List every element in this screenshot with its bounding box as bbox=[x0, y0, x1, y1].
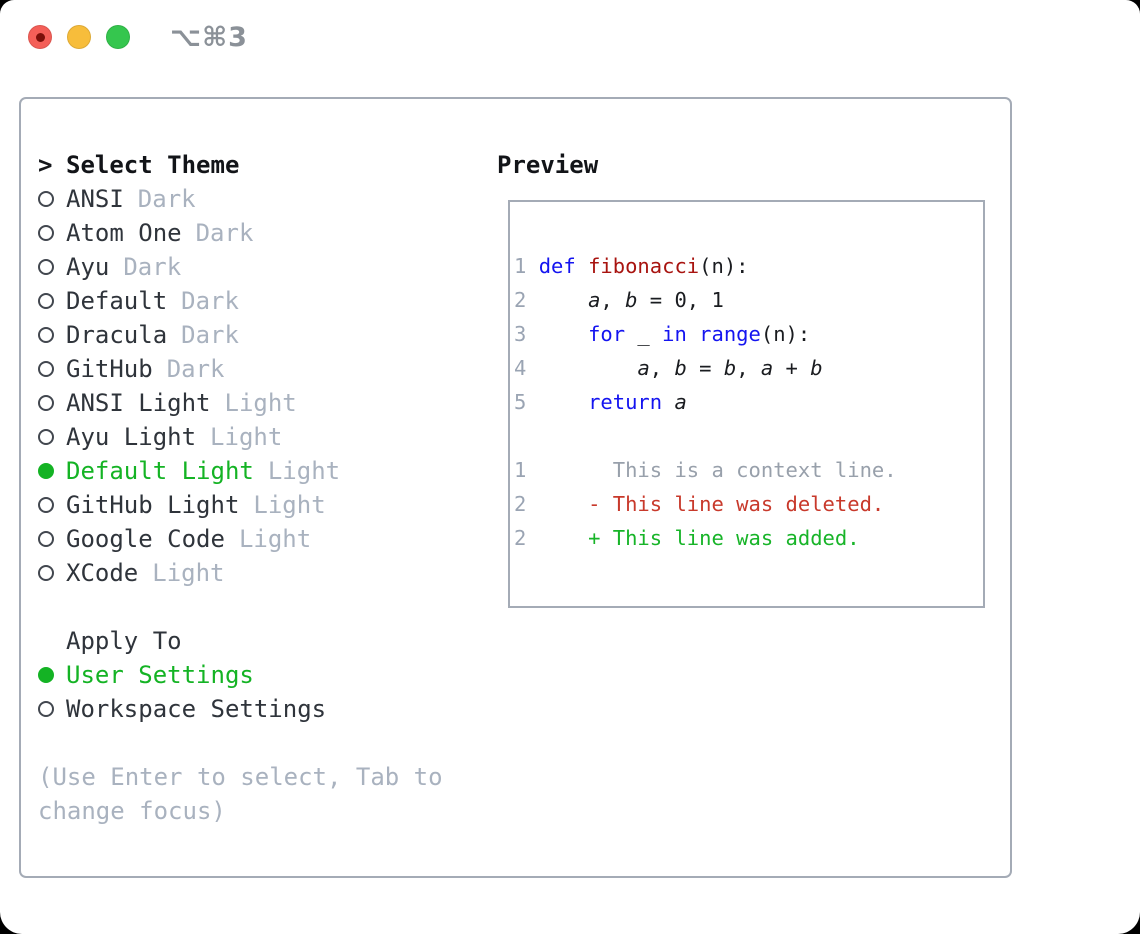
radio-icon bbox=[38, 327, 54, 343]
theme-option-xcode-light[interactable]: XCode Light bbox=[38, 556, 478, 590]
apply-option-user-settings[interactable]: User Settings bbox=[38, 658, 478, 692]
theme-name: GitHub bbox=[66, 355, 153, 383]
select-theme-header: > Select Theme bbox=[38, 148, 478, 182]
preview-header: Preview bbox=[497, 151, 599, 179]
maximize-button[interactable] bbox=[106, 25, 130, 49]
theme-variant: Dark bbox=[137, 185, 196, 213]
preview-code: 1 def fibonacci(n): 2 a, b = 0, 1 3 for _ … bbox=[510, 202, 983, 555]
radio-icon bbox=[38, 225, 54, 241]
theme-option-ansi-dark[interactable]: ANSI Dark bbox=[38, 182, 478, 216]
theme-name: Dracula bbox=[66, 321, 168, 349]
theme-name: GitHub Light bbox=[66, 491, 240, 519]
close-dot-icon bbox=[35, 32, 45, 42]
theme-option-default-light[interactable]: Default Light Light bbox=[38, 454, 478, 488]
theme-option-google-code-light[interactable]: Google Code Light bbox=[38, 522, 478, 556]
theme-name: Atom One bbox=[66, 219, 182, 247]
theme-name: Ayu bbox=[66, 253, 110, 281]
theme-variant: Light bbox=[152, 559, 225, 587]
close-button[interactable] bbox=[28, 25, 52, 49]
theme-picker-panel: > Select Theme ANSI Dark Atom One Dark A… bbox=[19, 97, 1012, 878]
prompt-icon: > bbox=[38, 151, 53, 179]
theme-option-ayu-light[interactable]: Ayu Light Light bbox=[38, 420, 478, 454]
code-line: 3 for _ in range(n): bbox=[514, 322, 811, 346]
theme-variant: Dark bbox=[181, 287, 239, 315]
theme-name: Default bbox=[66, 287, 168, 315]
theme-variant: Light bbox=[224, 389, 297, 417]
radio-icon bbox=[38, 395, 54, 411]
theme-name: Default Light bbox=[66, 457, 254, 485]
theme-variant: Light bbox=[253, 491, 326, 519]
titlebar: ⌥⌘3 bbox=[0, 0, 1140, 74]
radio-icon bbox=[38, 497, 54, 513]
theme-variant: Light bbox=[267, 457, 341, 485]
theme-option-dracula-dark[interactable]: Dracula Dark bbox=[38, 318, 478, 352]
theme-variant: Dark bbox=[181, 321, 239, 349]
theme-option-default-dark[interactable]: Default Dark bbox=[38, 284, 478, 318]
theme-name: Google Code bbox=[66, 525, 225, 553]
radio-icon bbox=[38, 293, 54, 309]
theme-list-panel: > Select Theme ANSI Dark Atom One Dark A… bbox=[38, 148, 478, 828]
apply-to-title: Apply To bbox=[66, 627, 182, 655]
radio-icon bbox=[38, 361, 54, 377]
theme-name: Ayu Light bbox=[66, 423, 197, 451]
code-line: 1 def fibonacci(n): bbox=[514, 254, 749, 278]
apply-option-label: Workspace Settings bbox=[66, 695, 327, 723]
theme-variant: Light bbox=[210, 423, 283, 451]
window-title: ⌥⌘3 bbox=[170, 21, 248, 53]
theme-variant: Dark bbox=[166, 355, 225, 383]
theme-name: XCode bbox=[66, 559, 139, 587]
radio-icon bbox=[38, 259, 54, 275]
radio-icon bbox=[38, 565, 54, 581]
theme-name: ANSI bbox=[66, 185, 124, 213]
hint-text: (Use Enter to select, Tab to change focu… bbox=[38, 760, 478, 828]
hint-line: change focus) bbox=[38, 797, 226, 825]
theme-option-atom-one-dark[interactable]: Atom One Dark bbox=[38, 216, 478, 250]
theme-option-github-dark[interactable]: GitHub Dark bbox=[38, 352, 478, 386]
apply-to-header: Apply To bbox=[38, 624, 478, 658]
theme-option-github-light[interactable]: GitHub Light Light bbox=[38, 488, 478, 522]
radio-icon bbox=[38, 429, 54, 445]
select-theme-title: Select Theme bbox=[66, 151, 240, 179]
theme-name: ANSI Light bbox=[66, 389, 211, 417]
theme-variant: Dark bbox=[123, 253, 182, 281]
code-line: 5 return a bbox=[514, 390, 687, 414]
radio-selected-icon bbox=[38, 463, 54, 479]
radio-icon bbox=[38, 531, 54, 547]
theme-variant: Dark bbox=[195, 219, 254, 247]
code-line bbox=[514, 419, 983, 453]
divider-space bbox=[38, 726, 478, 760]
theme-option-ayu-dark[interactable]: Ayu Dark bbox=[38, 250, 478, 284]
apply-option-workspace-settings[interactable]: Workspace Settings bbox=[38, 692, 478, 726]
preview-box: 1 def fibonacci(n): 2 a, b = 0, 1 3 for _ … bbox=[508, 200, 985, 608]
divider-space bbox=[38, 590, 478, 624]
code-line: 2 - This line was deleted. bbox=[514, 492, 885, 516]
theme-option-ansi-light[interactable]: ANSI Light Light bbox=[38, 386, 478, 420]
code-line: 1 This is a context line. bbox=[514, 458, 897, 482]
code-line: 2 a, b = 0, 1 bbox=[514, 288, 724, 312]
hint-line: (Use Enter to select, Tab to bbox=[38, 763, 443, 791]
radio-icon bbox=[38, 191, 54, 207]
code-line: 4 a, b = b, a + b bbox=[514, 356, 823, 380]
theme-variant: Light bbox=[238, 525, 312, 553]
radio-icon bbox=[38, 701, 54, 717]
radio-selected-icon bbox=[38, 667, 54, 683]
minimize-button[interactable] bbox=[67, 25, 91, 49]
code-line: 2 + This line was added. bbox=[514, 526, 860, 550]
apply-option-label: User Settings bbox=[66, 661, 254, 689]
